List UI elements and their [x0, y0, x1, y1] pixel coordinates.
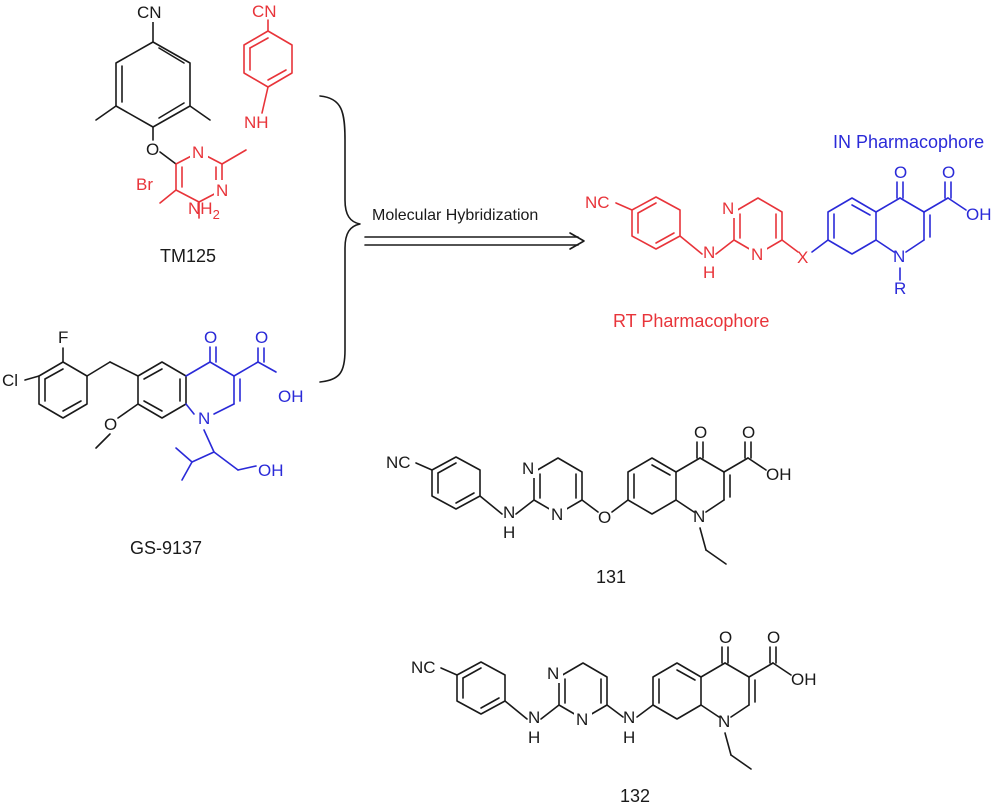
- atom-oh: OH: [278, 387, 304, 406]
- atom-cn: CN: [137, 3, 162, 22]
- atom-nc: NC: [386, 453, 411, 472]
- atom-o: O: [104, 415, 117, 434]
- atom-nh2: NH2: [188, 199, 220, 222]
- atom-r: R: [894, 279, 906, 298]
- atom-n: N: [547, 664, 559, 683]
- atom-f: F: [58, 328, 68, 347]
- atom-oh: OH: [766, 465, 792, 484]
- atom-oh: OH: [966, 205, 992, 224]
- atom-nc: NC: [411, 658, 436, 677]
- atom-n: N: [216, 181, 228, 200]
- atom-cl: Cl: [2, 371, 18, 390]
- atom-o: O: [719, 628, 732, 647]
- molecule-131: NC N H N N O N O O: [386, 423, 792, 587]
- atom-n: N: [693, 507, 705, 526]
- compound-label-tm125: TM125: [160, 246, 216, 266]
- atom-o: O: [694, 423, 707, 442]
- arrow-label: Molecular Hybridization: [372, 207, 538, 224]
- atom-oh: OH: [258, 461, 284, 480]
- atom-n: N: [623, 708, 635, 727]
- atom-n: N: [528, 708, 540, 727]
- atom-o: O: [742, 423, 755, 442]
- atom-nh: NH: [244, 113, 269, 132]
- molecule-gs9137: F Cl O N O O OH OH: [2, 328, 304, 558]
- molecule-hybrid-design: NC N H N N X N O O: [585, 132, 992, 331]
- atom-h: H: [623, 728, 635, 747]
- atom-oh: OH: [791, 670, 817, 689]
- atom-o: O: [146, 140, 159, 159]
- atom-n: N: [751, 245, 763, 264]
- compound-label-132: 132: [620, 786, 650, 806]
- atom-br: Br: [136, 175, 153, 194]
- atom-n: N: [722, 199, 734, 218]
- compound-label-131: 131: [596, 567, 626, 587]
- atom-nc: NC: [585, 193, 610, 212]
- atom-o: O: [598, 508, 611, 527]
- pharmacophore-rt-label: RT Pharmacophore: [613, 311, 769, 331]
- atom-n: N: [703, 243, 715, 262]
- atom-n: N: [893, 247, 905, 266]
- atom-o: O: [894, 163, 907, 182]
- atom-o: O: [942, 163, 955, 182]
- atom-o: O: [204, 328, 217, 347]
- atom-h: H: [503, 523, 515, 542]
- pharmacophore-in-label: IN Pharmacophore: [833, 132, 984, 152]
- molecule-132: NC N H N N N H N O O: [411, 628, 817, 806]
- atom-n: N: [192, 143, 204, 162]
- atom-n: N: [198, 409, 210, 428]
- atom-n: N: [551, 505, 563, 524]
- atom-o: O: [255, 328, 268, 347]
- molecule-tm125: CN O N N NH Br NH2 CN TM125: [95, 2, 293, 266]
- atom-o: O: [767, 628, 780, 647]
- atom-h: H: [528, 728, 540, 747]
- atom-x: X: [797, 248, 808, 267]
- atom-h: H: [703, 263, 715, 282]
- hybridization-arrow: Molecular Hybridization: [319, 95, 585, 383]
- atom-n: N: [503, 503, 515, 522]
- atom-n: N: [718, 712, 730, 731]
- compound-label-gs9137: GS-9137: [130, 538, 202, 558]
- atom-n: N: [522, 459, 534, 478]
- atom-n: N: [576, 710, 588, 729]
- atom-cn: CN: [252, 2, 277, 21]
